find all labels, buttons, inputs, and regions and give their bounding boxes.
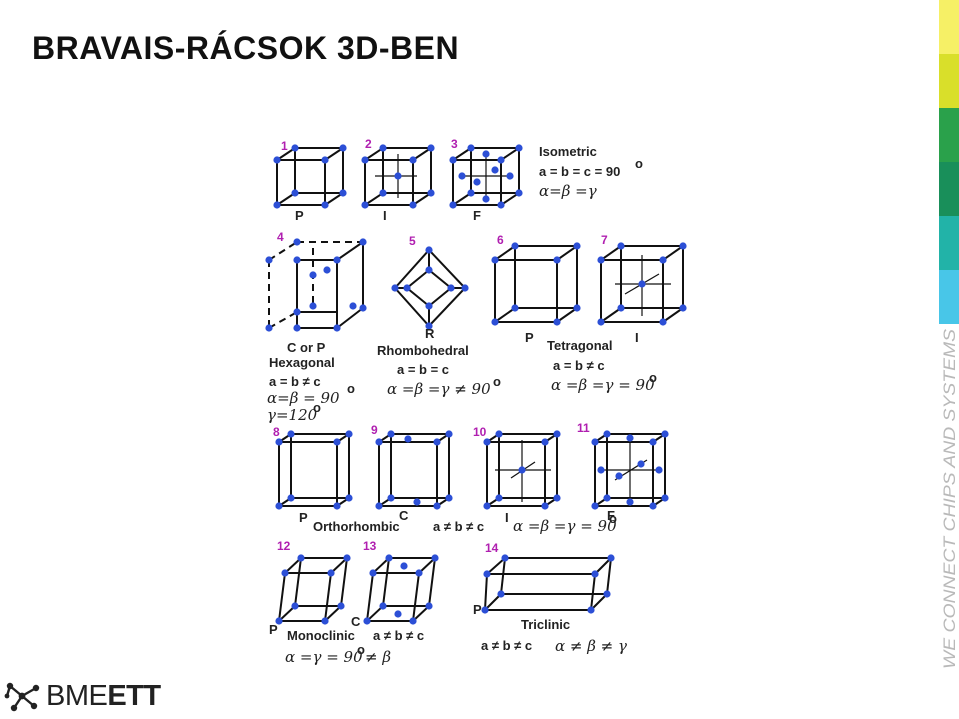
cell-label-12: P bbox=[269, 622, 278, 637]
cell-label-11: F bbox=[607, 508, 615, 523]
triclinic-line1: a ≠ b ≠ c bbox=[481, 638, 532, 653]
cell-number-4: 4 bbox=[277, 230, 284, 244]
rhombohedral-line1: a = b = c bbox=[397, 362, 449, 377]
cell-14-triclinic bbox=[480, 553, 616, 615]
cell-label-14: P bbox=[473, 602, 482, 617]
tagline: WE CONNECT CHIPS AND SYSTEMS bbox=[938, 326, 959, 671]
rhombohedral-name: Rhombohedral bbox=[377, 343, 469, 358]
rhombohedral-line2: α =β =γ ≠ 90 bbox=[387, 380, 491, 398]
isometric-line2: α=β =γ bbox=[539, 182, 597, 200]
orthorhombic-name: Orthorhombic bbox=[313, 519, 400, 534]
bmeett-logo: BMEETT bbox=[4, 678, 174, 714]
cell-number-10: 10 bbox=[473, 425, 487, 439]
hexagonal-deg3: o bbox=[313, 400, 321, 415]
slide-title: BRAVAIS-RÁCSOK 3D-BEN bbox=[32, 30, 460, 66]
cell-11-orthorhombic-face-centered bbox=[590, 429, 670, 511]
stripe-4 bbox=[939, 162, 959, 216]
cell-6-tetragonal-simple bbox=[490, 241, 582, 327]
orthorhombic-line2: α =β =γ = 90 bbox=[513, 517, 617, 535]
cell-10-orthorhombic-body-centered bbox=[482, 429, 562, 511]
cell-7-tetragonal-body-centered bbox=[596, 241, 688, 327]
stripe-5 bbox=[939, 216, 959, 270]
bravais-lattice-diagram: 1 2 3 4 5 6 7 8 9 10 11 12 13 14 P I F C… bbox=[255, 130, 695, 670]
hexagonal-line3: γ=120 bbox=[267, 406, 318, 424]
isometric-deg: o bbox=[635, 156, 643, 171]
cell-label-10: I bbox=[505, 510, 509, 525]
triclinic-name: Triclinic bbox=[521, 617, 570, 632]
cell-4-hexagonal bbox=[264, 237, 368, 333]
hexagonal-deg: o bbox=[347, 381, 355, 396]
cell-number-11: 11 bbox=[577, 421, 590, 435]
stripe-3 bbox=[939, 108, 959, 162]
cell-label-4: C or P bbox=[287, 340, 326, 355]
hexagonal-line1: a = b ≠ c bbox=[269, 374, 321, 389]
cell-label-3: F bbox=[473, 208, 481, 223]
stripe-6 bbox=[939, 270, 959, 324]
monoclinic-line1: a ≠ b ≠ c bbox=[373, 628, 424, 643]
tetragonal-name: Tetragonal bbox=[547, 338, 613, 353]
circuit-logo-icon bbox=[4, 682, 40, 712]
orthorhombic-line1: a ≠ b ≠ c bbox=[433, 519, 484, 534]
logo-text: BMEETT bbox=[46, 680, 161, 713]
color-stripes bbox=[939, 0, 959, 326]
cell-number-7: 7 bbox=[601, 233, 608, 247]
rhombohedral-deg: o bbox=[493, 374, 501, 389]
tetragonal-line2: α =β =γ = 90 bbox=[551, 376, 655, 394]
cell-label-5: R bbox=[425, 326, 435, 341]
isometric-line1: a = b = c = 90 bbox=[539, 164, 620, 179]
tetragonal-line1: a = b ≠ c bbox=[553, 358, 605, 373]
triclinic-line2: α ≠ β ≠ γ bbox=[555, 637, 627, 655]
cell-label-9: C bbox=[399, 508, 409, 523]
monoclinic-deg: o bbox=[357, 642, 365, 657]
cell-number-6: 6 bbox=[497, 233, 504, 247]
cell-label-6: P bbox=[525, 330, 534, 345]
cell-number-1: 1 bbox=[281, 139, 288, 153]
cell-label-8: P bbox=[299, 510, 308, 525]
cell-number-5: 5 bbox=[409, 234, 416, 248]
monoclinic-line2: α =γ = 90 bbox=[285, 648, 363, 666]
cell-12-monoclinic-simple bbox=[274, 553, 352, 626]
cell-number-9: 9 bbox=[371, 423, 378, 437]
cell-number-3: 3 bbox=[451, 137, 458, 151]
cell-1-simple-cubic bbox=[272, 143, 348, 210]
monoclinic-name: Monoclinic bbox=[287, 628, 355, 643]
cell-8-orthorhombic-simple bbox=[274, 429, 354, 511]
cell-9-orthorhombic-base-centered bbox=[374, 429, 454, 511]
hexagonal-name: Hexagonal bbox=[269, 355, 335, 370]
tetragonal-deg: o bbox=[649, 370, 657, 385]
cell-number-2: 2 bbox=[365, 137, 372, 151]
monoclinic-line3: ≠ β bbox=[365, 648, 391, 666]
stripe-1 bbox=[939, 0, 959, 54]
cell-label-1: P bbox=[295, 208, 304, 223]
logo-suffix: ETT bbox=[107, 680, 161, 712]
cell-number-8: 8 bbox=[273, 425, 280, 439]
cell-2-body-centered-cubic bbox=[360, 143, 436, 210]
orthorhombic-deg: o bbox=[609, 511, 617, 526]
cell-label-7: I bbox=[635, 330, 639, 345]
logo-prefix: BME bbox=[46, 680, 108, 712]
cell-3-face-centered-cubic bbox=[448, 143, 524, 210]
tagline-text: WE CONNECT CHIPS AND SYSTEMS bbox=[940, 328, 959, 669]
hexagonal-line2: α=β = 90 bbox=[267, 389, 340, 407]
stripe-2 bbox=[939, 54, 959, 108]
cell-number-12: 12 bbox=[277, 539, 291, 553]
cell-number-13: 13 bbox=[363, 539, 377, 553]
cell-5-rhombohedral bbox=[390, 245, 470, 331]
cell-number-14: 14 bbox=[485, 541, 499, 555]
cell-label-13: C bbox=[351, 614, 361, 629]
isometric-name: Isometric bbox=[539, 144, 597, 159]
cell-label-2: I bbox=[383, 208, 387, 223]
cell-13-monoclinic-base-centered bbox=[362, 553, 440, 626]
